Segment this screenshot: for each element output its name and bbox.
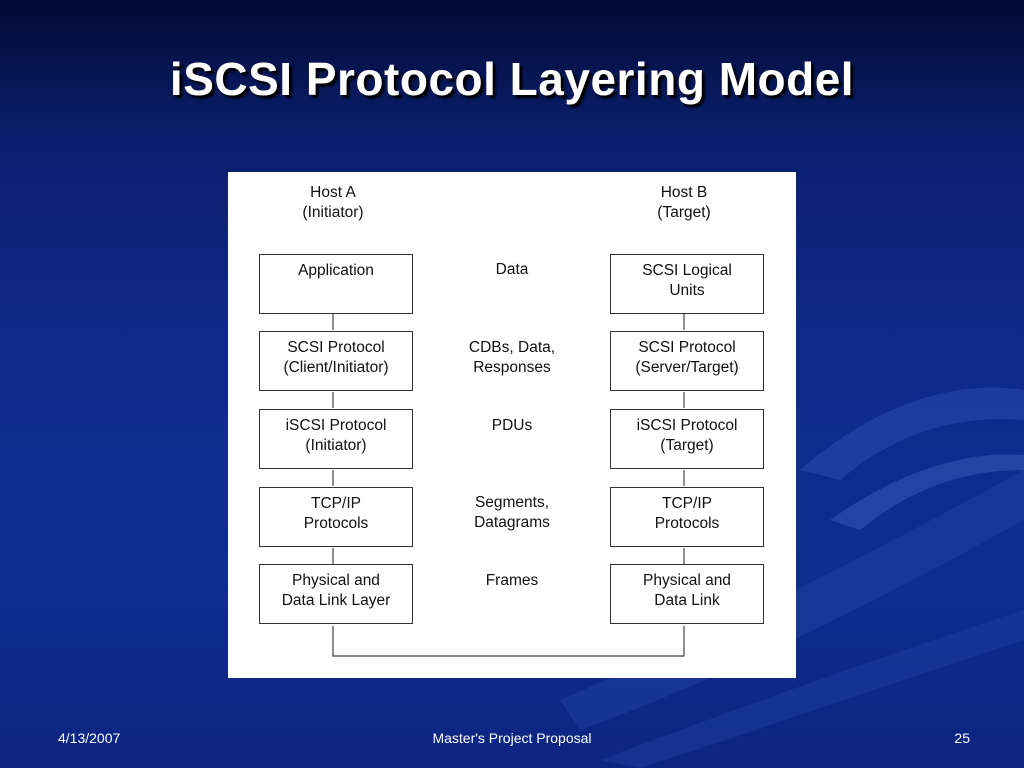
layer-label: (Target) [660,437,714,454]
host-b-tcpip-box: TCP/IP Protocols [610,487,764,547]
host-a-application-box: Application [259,254,413,314]
host-a-role: (Initiator) [302,204,364,221]
host-b-role: (Target) [657,204,711,221]
unit-text: Data [495,261,529,278]
layer-label: Units [669,282,705,299]
unit-text: Segments, [474,494,550,511]
unit-text: Datagrams [474,514,550,531]
host-a-iscsi-protocol-box: iSCSI Protocol (Initiator) [259,409,413,469]
unit-text: CDBs, Data, [468,339,556,356]
slide-title: iSCSI Protocol Layering Model [169,53,855,105]
footer-date: 4/13/2007 [58,730,121,746]
data-unit-label: Data [432,260,592,280]
layer-label: Application [298,262,374,279]
host-b-iscsi-protocol-box: iSCSI Protocol (Target) [610,409,764,469]
pdus-unit-label: PDUs [432,416,592,436]
host-b-label: Host B (Target) [606,183,762,223]
layer-label: Physical and [292,572,380,589]
layering-diagram: Host A (Initiator) Host B (Target) Appli… [228,172,796,678]
layer-label: iSCSI Protocol [636,417,738,434]
layer-label: Physical and [643,572,731,589]
host-b-name: Host B [660,184,708,201]
layer-label: TCP/IP [311,495,361,512]
layer-label: SCSI Logical [642,262,732,279]
layer-label: (Server/Target) [635,359,739,376]
layer-label: SCSI Protocol [287,339,385,356]
layer-label: (Client/Initiator) [283,359,389,376]
unit-text: Responses [473,359,551,376]
layer-label: Protocols [654,515,720,532]
slide-number: 25 [954,730,970,746]
layer-label: TCP/IP [662,495,712,512]
layer-label: Data Link [654,592,720,609]
layer-label: Protocols [303,515,369,532]
host-a-name: Host A [310,184,356,201]
unit-text: Frames [485,572,539,589]
host-b-scsi-protocol-box: SCSI Protocol (Server/Target) [610,331,764,391]
connector-lines [332,314,685,657]
layer-label: iSCSI Protocol [285,417,387,434]
segments-unit-label: Segments, Datagrams [432,493,592,533]
layer-label: (Initiator) [305,437,367,454]
layer-label: SCSI Protocol [638,339,736,356]
footer-title: Master's Project Proposal [432,730,592,746]
frames-unit-label: Frames [432,571,592,591]
cdbs-unit-label: CDBs, Data, Responses [432,338,592,378]
host-a-label: Host A (Initiator) [255,183,411,223]
host-a-scsi-protocol-box: SCSI Protocol (Client/Initiator) [259,331,413,391]
layer-label: Data Link Layer [281,592,391,609]
unit-text: PDUs [491,417,533,434]
host-a-tcpip-box: TCP/IP Protocols [259,487,413,547]
